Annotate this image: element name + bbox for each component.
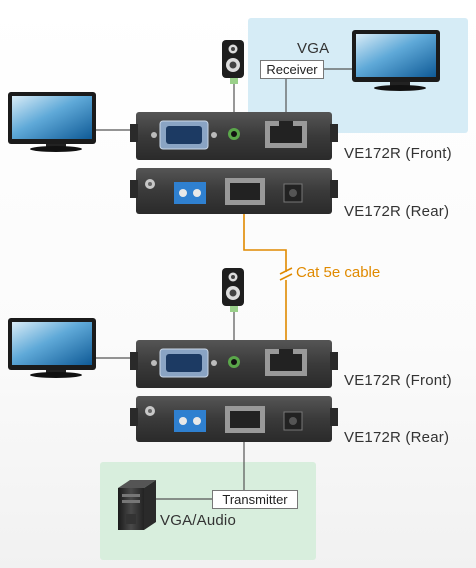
speaker-bottom-icon	[222, 268, 244, 312]
power-jack-icon	[283, 183, 303, 203]
receiver-vga-label: VGA	[297, 40, 330, 57]
top-unit-rear	[130, 168, 338, 214]
transmitter-tag: Transmitter	[212, 490, 298, 509]
monitor-bottom-left-icon	[8, 318, 96, 378]
rj45-port-icon	[265, 349, 307, 376]
top-unit-front	[130, 112, 338, 160]
rj45-port-icon	[265, 121, 307, 148]
bottom-rear-unit-label: VE172R (Rear)	[344, 429, 450, 446]
terminal-block-icon	[174, 410, 206, 432]
bottom-unit-rear	[130, 396, 338, 442]
terminal-block-icon	[174, 182, 206, 204]
rj45-port-icon	[225, 178, 265, 205]
top-rear-unit-label: VE172R (Rear)	[344, 203, 450, 220]
source-label: VGA/Audio	[160, 512, 237, 529]
vga-port-icon	[151, 120, 217, 150]
speaker-top-icon	[222, 40, 244, 84]
cable-label: Cat 5e cable	[296, 264, 381, 281]
bottom-unit-front	[130, 340, 338, 388]
receiver-tag: Receiver	[260, 60, 324, 79]
audio-jack-icon	[228, 356, 240, 368]
bottom-front-unit-label: VE172R (Front)	[344, 372, 452, 389]
rj45-port-icon	[225, 406, 265, 433]
audio-jack-icon	[228, 128, 240, 140]
ground-screw-icon	[145, 406, 155, 416]
vga-port-icon	[151, 348, 217, 378]
ground-screw-icon	[145, 179, 155, 189]
power-jack-icon	[283, 411, 303, 431]
monitor-top-left-icon	[8, 92, 96, 152]
pc-tower-icon	[118, 480, 156, 530]
top-front-unit-label: VE172R (Front)	[344, 145, 452, 162]
cat5e-cable	[243, 205, 293, 348]
monitor-receiver-icon	[352, 30, 440, 91]
